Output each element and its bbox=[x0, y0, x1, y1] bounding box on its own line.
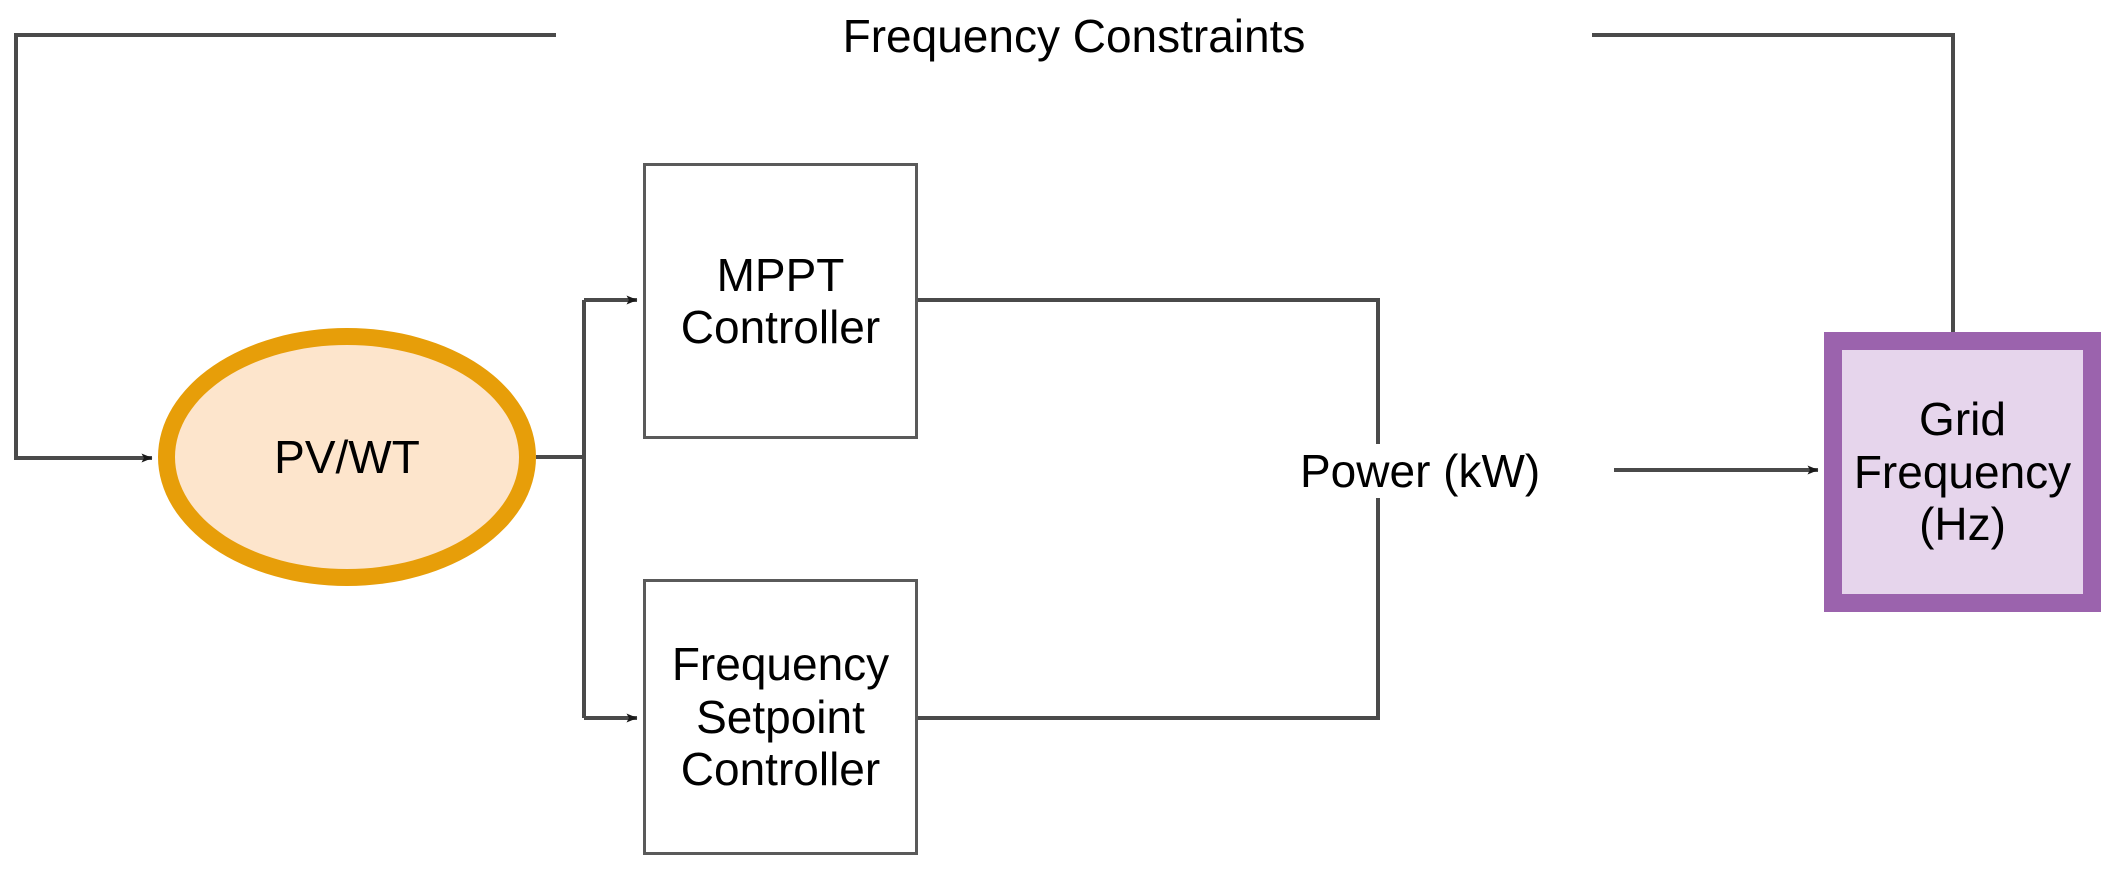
edge-grid-to-pvwt bbox=[14, 33, 1955, 463]
node-frequency-setpoint-controller[interactable]: Frequency Setpoint Controller bbox=[643, 579, 918, 855]
node-frequency-setpoint-controller-label-line-1: Frequency bbox=[671, 638, 890, 691]
node-grid-frequency[interactable]: Grid Frequency (Hz) bbox=[1824, 332, 2101, 612]
node-pv-wt-label-line-1: PV/WT bbox=[274, 430, 420, 483]
edge-label-power: Power (kW) bbox=[1296, 444, 1545, 498]
node-frequency-setpoint-controller-label-line-2: Setpoint bbox=[696, 690, 865, 743]
node-mppt-controller[interactable]: MPPT Controller bbox=[643, 163, 918, 439]
node-grid-frequency-label-line-2: Frequency bbox=[1853, 445, 2072, 498]
node-frequency-setpoint-controller-label-line-3: Controller bbox=[680, 743, 881, 796]
node-grid-frequency-label-line-3: (Hz) bbox=[1919, 498, 2006, 551]
edge-pvwt-split bbox=[536, 295, 638, 723]
edge-label-frequency-constraints: Frequency Constraints bbox=[556, 9, 1592, 63]
node-mppt-controller-label-line-1: MPPT bbox=[716, 248, 845, 301]
node-grid-frequency-label-line-1: Grid bbox=[1919, 393, 2006, 446]
node-pv-wt[interactable]: PV/WT bbox=[158, 328, 536, 586]
edge-controllers-to-grid bbox=[918, 298, 1819, 720]
node-mppt-controller-label-line-2: Controller bbox=[680, 301, 881, 353]
